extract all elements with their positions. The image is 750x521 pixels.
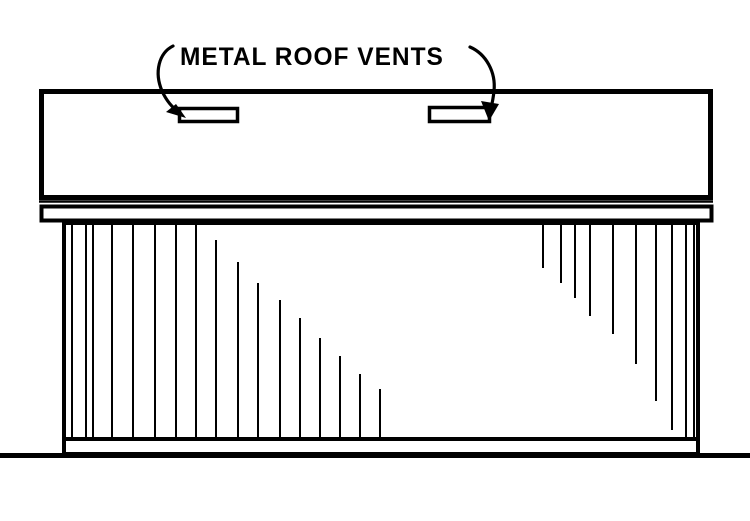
- right-roof-vent: [427, 105, 492, 124]
- siding-lines-left: [71, 224, 239, 437]
- metal-roof-vents-label: METAL ROOF VENTS: [180, 43, 444, 71]
- left-roof-vent: [177, 106, 240, 124]
- left-leader-arrow: [156, 44, 186, 118]
- siding-lines-center-descending: [257, 283, 381, 437]
- foundation-band: [62, 437, 700, 456]
- roof-block: [39, 89, 713, 200]
- right-arrowhead: [481, 101, 499, 121]
- soffit-band: [39, 204, 714, 223]
- siding-lines-right-descending: [542, 224, 695, 437]
- right-leader-arrow: [468, 45, 499, 121]
- left-arrowhead: [166, 104, 186, 118]
